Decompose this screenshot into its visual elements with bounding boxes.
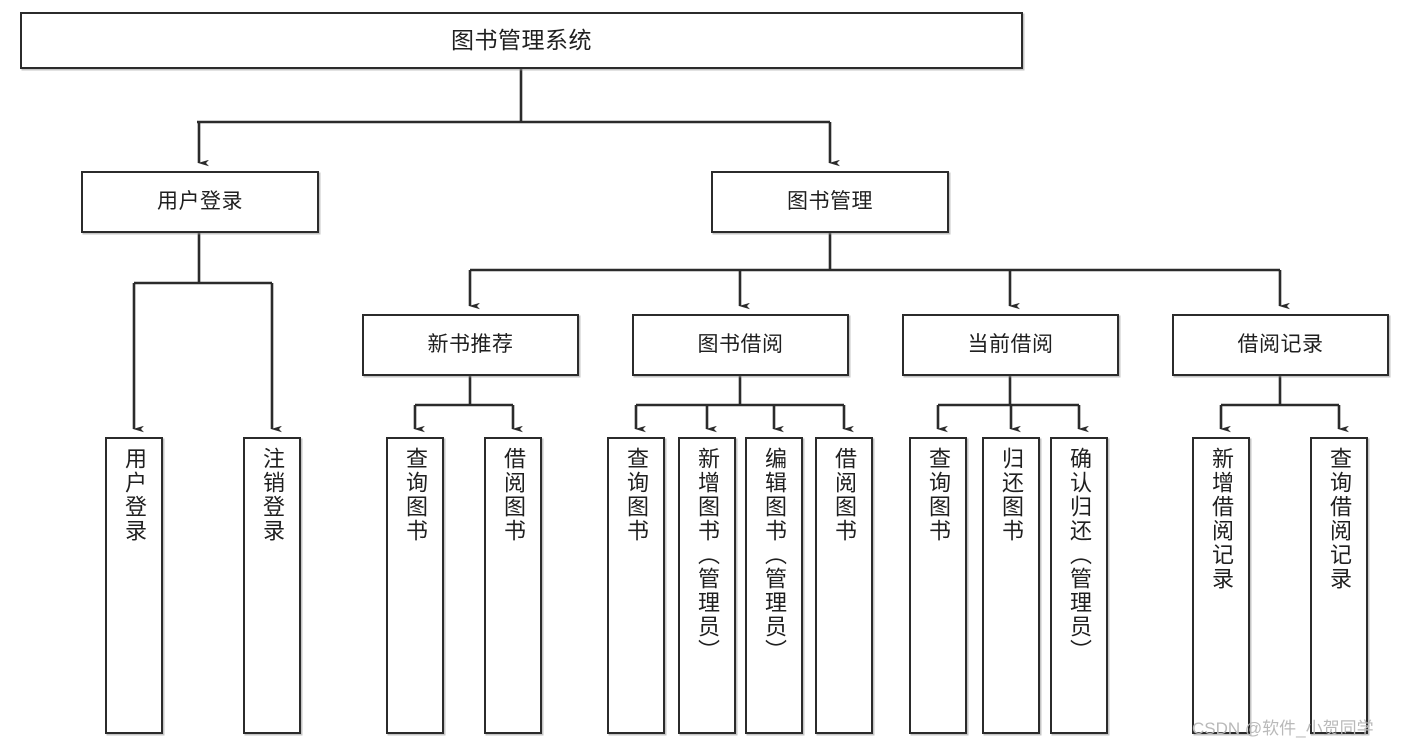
node-leaf-user-login-label: 用户登录 [122,447,147,543]
node-leaf-edit-book-admin-label: 编辑图书（管理员） [762,447,787,663]
node-leaf-confirm-return-admin-label: 确认归还（管理员） [1067,447,1092,663]
node-leaf-query-book-2-label: 查询图书 [624,447,649,543]
node-leaf-return-book[interactable]: 归还图书 [982,437,1040,734]
node-leaf-borrow-book-2[interactable]: 借阅图书 [815,437,873,734]
node-user-login[interactable]: 用户登录 [81,171,319,233]
node-current-borrow-label: 当前借阅 [967,332,1054,356]
node-root-system[interactable]: 图书管理系统 [20,12,1023,69]
node-leaf-logout-login-label: 注销登录 [260,447,285,543]
node-leaf-add-borrow-record-label: 新增借阅记录 [1209,447,1234,591]
node-leaf-query-borrow-record[interactable]: 查询借阅记录 [1310,437,1368,734]
node-borrow-record-label: 借阅记录 [1237,332,1324,356]
node-leaf-query-book-3[interactable]: 查询图书 [909,437,967,734]
node-borrow-record[interactable]: 借阅记录 [1172,314,1389,376]
node-leaf-query-borrow-record-label: 查询借阅记录 [1327,447,1352,591]
node-book-borrow-label: 图书借阅 [697,332,784,356]
node-book-manage[interactable]: 图书管理 [711,171,949,233]
node-leaf-query-book-3-label: 查询图书 [926,447,951,543]
node-leaf-borrow-book-1-label: 借阅图书 [501,447,526,543]
node-leaf-query-book-1-label: 查询图书 [403,447,428,543]
node-leaf-logout-login[interactable]: 注销登录 [243,437,301,734]
node-root-system-label: 图书管理系统 [451,27,592,54]
node-leaf-user-login[interactable]: 用户登录 [105,437,163,734]
node-user-login-label: 用户登录 [157,189,243,213]
node-book-borrow[interactable]: 图书借阅 [632,314,849,376]
node-leaf-add-book-admin[interactable]: 新增图书（管理员） [678,437,736,734]
node-new-book-recommend[interactable]: 新书推荐 [362,314,579,376]
node-leaf-add-book-admin-label: 新增图书（管理员） [695,447,720,663]
node-current-borrow[interactable]: 当前借阅 [902,314,1119,376]
node-leaf-query-book-1[interactable]: 查询图书 [386,437,444,734]
node-leaf-add-borrow-record[interactable]: 新增借阅记录 [1192,437,1250,734]
node-new-book-recommend-label: 新书推荐 [427,332,514,356]
node-leaf-query-book-2[interactable]: 查询图书 [607,437,665,734]
node-book-manage-label: 图书管理 [787,189,873,213]
node-leaf-edit-book-admin[interactable]: 编辑图书（管理员） [745,437,803,734]
node-leaf-return-book-label: 归还图书 [999,447,1024,543]
node-leaf-confirm-return-admin[interactable]: 确认归还（管理员） [1050,437,1108,734]
node-leaf-borrow-book-1[interactable]: 借阅图书 [484,437,542,734]
node-leaf-borrow-book-2-label: 借阅图书 [832,447,857,543]
